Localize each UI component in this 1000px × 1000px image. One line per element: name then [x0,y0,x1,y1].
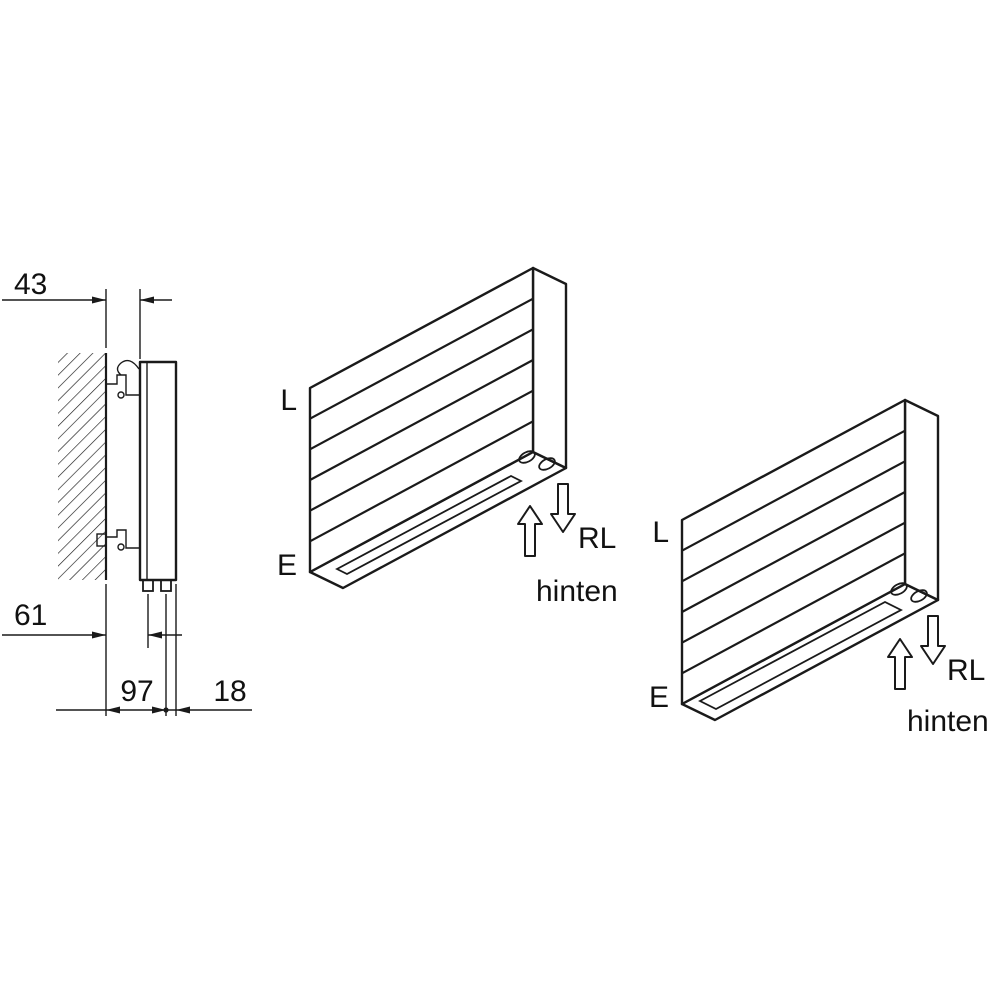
dimension-43: 43 [2,268,172,304]
slat-line [681,521,906,644]
dim-arrow-icon [152,706,166,714]
flow-up-arrow-icon [517,505,543,557]
label-e: E [277,549,297,582]
radiator-side-face [531,266,568,470]
dim-43-label: 43 [14,268,47,301]
bracket-top-body [106,374,140,396]
dim-arrow-icon [92,631,106,639]
dim-dot-icon [163,707,169,713]
dimension-97-18: 97 18 [56,675,252,714]
pipe-connection [538,457,556,471]
flow-down-arrow-icon [550,483,576,533]
dim-arrow-icon [148,631,162,639]
bracket-bottom-pin-icon [117,543,125,551]
dim-arrow-icon [92,296,106,304]
flow-down-arrow-icon [920,615,946,665]
flow-rl-label: RL [947,654,985,687]
bracket-top-pin-icon [117,391,125,399]
pipe-stub-rear [142,579,154,592]
slat-line [309,297,534,420]
position-hinten-label: hinten [907,705,989,738]
bottom-grille [698,600,903,711]
dimension-61: 61 [2,599,182,639]
dim-18-label: 18 [213,675,246,708]
flow-rl-label: RL [578,522,616,555]
slat-line [309,420,534,543]
slat-line [681,491,906,613]
dim-97-label: 97 [120,675,153,708]
dim-arrow-icon [176,706,190,714]
radiator-iso-right: L E RL hinten [649,398,989,738]
flow-up-arrow-icon [887,638,913,690]
label-l: L [652,516,669,549]
label-e: E [649,681,669,714]
slat-line [681,460,906,583]
dim-arrow-icon [140,296,154,304]
slat-line [681,552,906,675]
slat-line [309,359,534,481]
slat-line [309,328,534,451]
pipe-stub-front [160,579,172,592]
slat-line [681,429,906,552]
slat-line [309,389,534,512]
pipe-connection [910,589,928,603]
radiator-side-panel [138,360,178,582]
bottom-slot [335,474,523,576]
position-hinten-label: hinten [536,575,618,608]
mounting-bracket-bottom [96,529,140,551]
radiator-iso-left: L E RL hinten [277,266,618,608]
side-view: 43 61 97 18 [2,268,252,716]
bracket-hook-icon [116,359,140,376]
bracket-anchor [96,533,107,547]
pipe-connection [890,582,908,596]
wall-hatch [58,353,106,580]
pipe-connection [518,450,536,464]
dim-61-label: 61 [14,599,47,632]
radiator-side-face [903,398,940,602]
mounting-bracket-top [106,359,140,399]
dim-arrow-icon [106,706,120,714]
bracket-bottom-body [106,529,140,549]
label-l: L [280,384,297,417]
